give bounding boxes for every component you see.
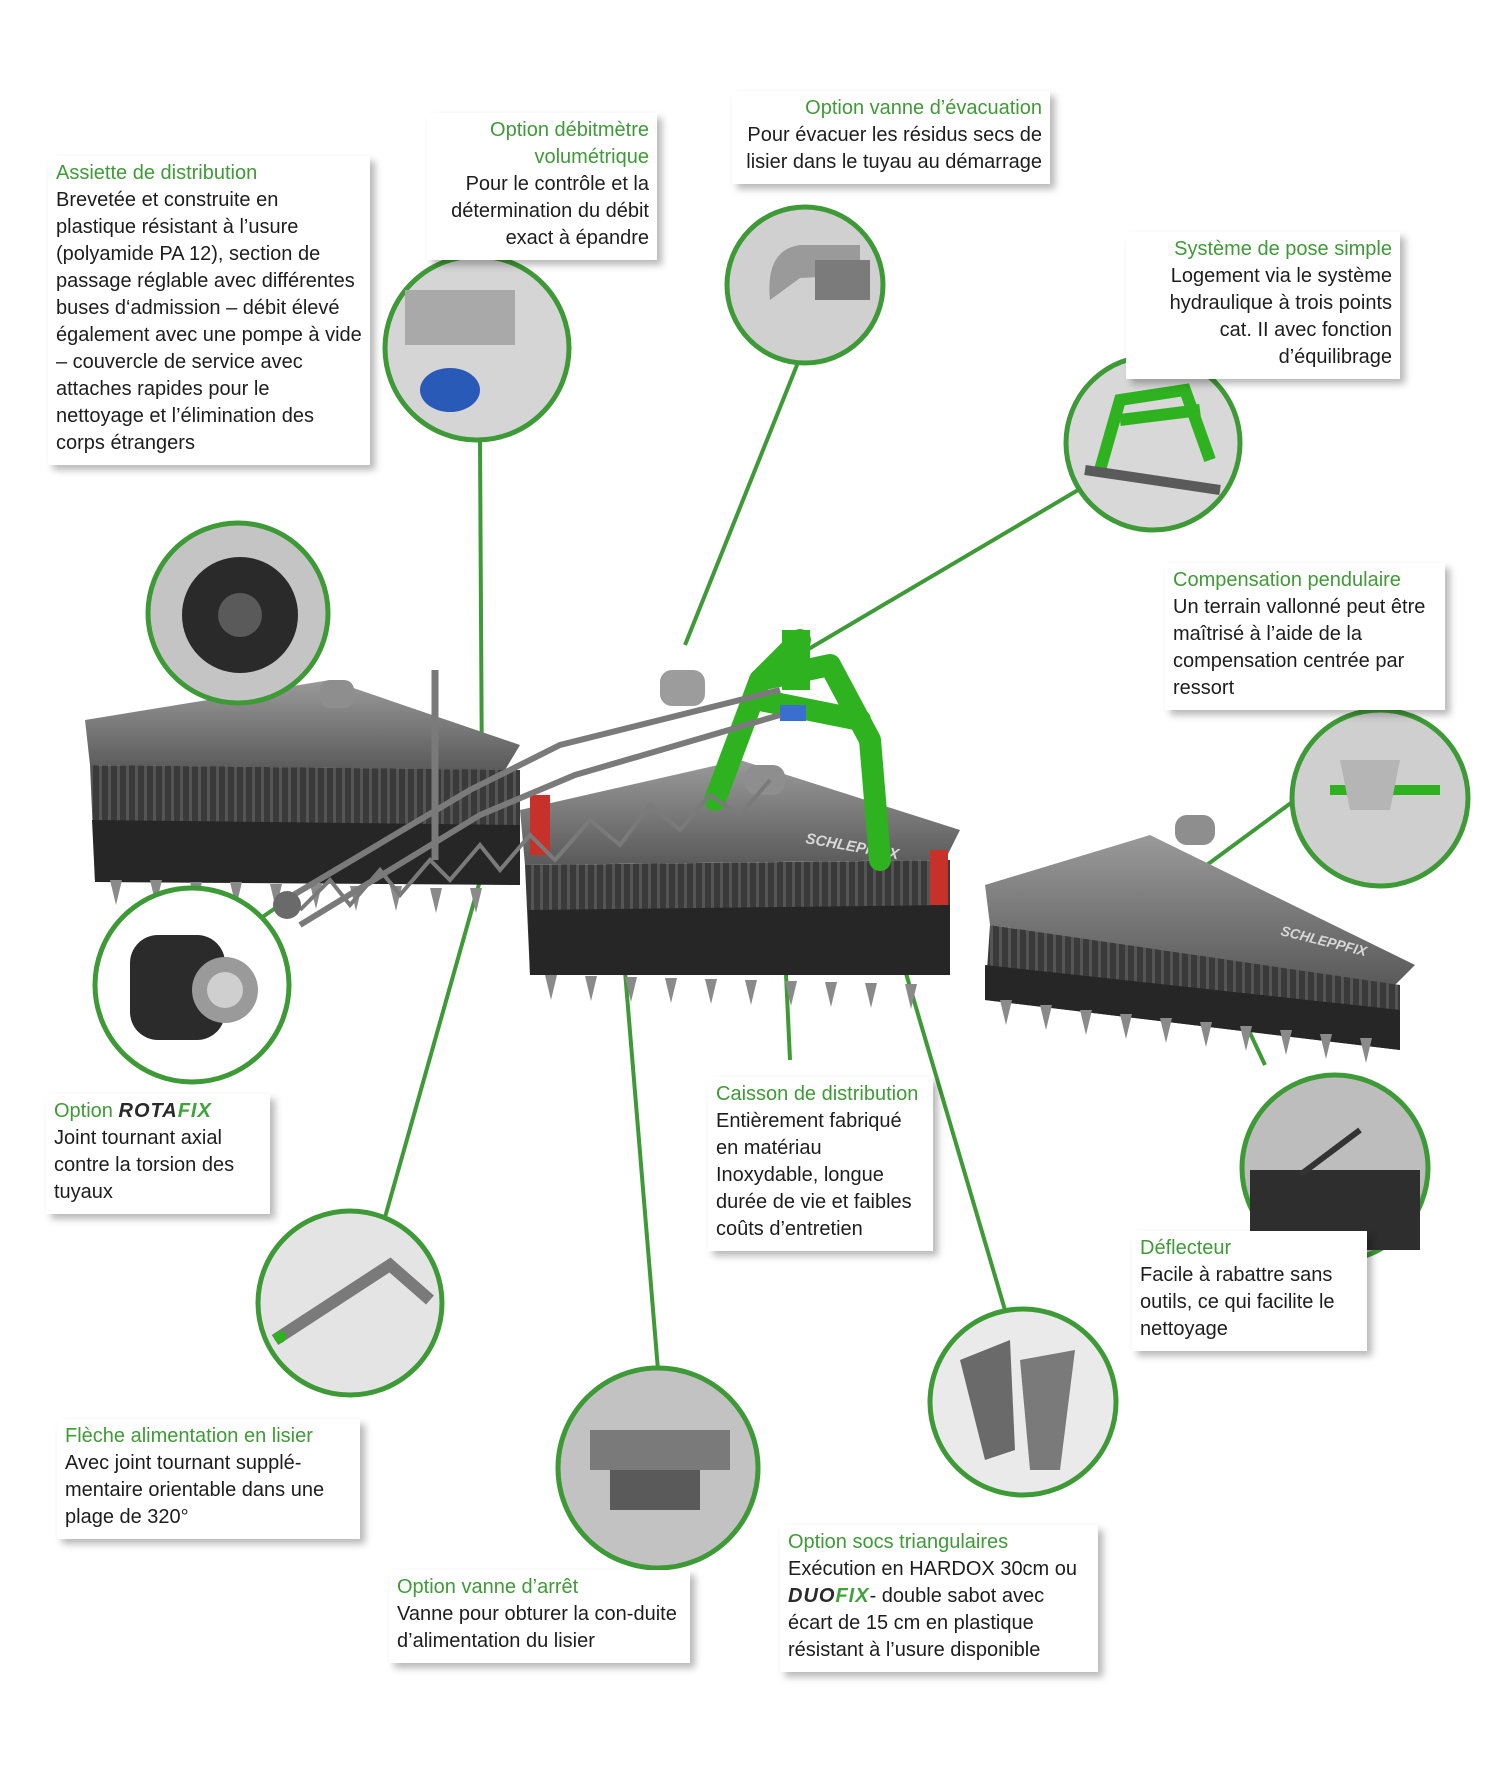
callout-title: Compensation pendulaire	[1173, 569, 1401, 591]
detail-compensation	[1289, 707, 1471, 889]
duofix-logo: DUOFIX	[788, 1585, 870, 1607]
center-distribution-box: SCHLEPPFIX	[520, 760, 960, 1009]
callout-title: Option	[54, 1100, 113, 1122]
callout-title: Assiette de distribution	[56, 162, 258, 184]
callout-assiette: Assiette de distribution Brevetée et con…	[48, 156, 370, 465]
callout-debitmetre: Option débitmètre volumétrique Pour le c…	[427, 113, 657, 260]
rotafix-joint-on-machine	[273, 891, 301, 919]
callout-pose-simple: Système de pose simple Logement via le s…	[1126, 232, 1400, 379]
detail-socs	[927, 1306, 1119, 1498]
callout-body: Entièrement fabriqué en matériau Inoxyda…	[716, 1110, 912, 1240]
callout-body: Brevetée et construite en plastique rési…	[56, 189, 362, 454]
callout-fleche: Flèche alimentation en lisier Avec joint…	[57, 1419, 360, 1539]
callout-body: Pour évacuer les résidus secs de lisier …	[746, 124, 1042, 173]
duofix-logo-b: FIX	[835, 1585, 870, 1607]
detail-rotafix	[92, 885, 292, 1085]
leader-vanne-evacuation	[683, 344, 807, 646]
callout-title: Option vanne d’arrêt	[397, 1576, 579, 1598]
duofix-logo-a: DUO	[788, 1585, 836, 1607]
callout-title: Option socs triangulaires	[788, 1531, 1009, 1553]
callout-body: Vanne pour obturer la con-duite d’alimen…	[397, 1603, 677, 1652]
leader-debitmetre	[478, 439, 484, 791]
frame-hydraulic-block	[780, 705, 806, 721]
leader-pose-simple	[788, 478, 1097, 662]
callout-title: Flèche alimentation en lisier	[65, 1425, 313, 1447]
callout-body: Avec joint tournant supplé-mentaire orie…	[65, 1452, 325, 1528]
callout-socs: Option socs triangulaires Exécution en H…	[780, 1525, 1098, 1672]
feed-boom	[283, 670, 781, 928]
callout-vanne-evacuation: Option vanne d’évacuation Pour évacuer l…	[732, 91, 1050, 184]
callout-rotafix: Option ROTAFIX Joint tournant axial cont…	[46, 1094, 270, 1214]
leader-fleche	[378, 844, 492, 1236]
detail-assiette	[145, 520, 331, 706]
callout-title: Système de pose simple	[1174, 238, 1392, 260]
callout-body-a: Exécution en HARDOX 30cm ou	[788, 1558, 1078, 1580]
detail-vanne-arret	[555, 1365, 761, 1571]
callout-vanne-arret: Option vanne d’arrêt Vanne pour obturer …	[389, 1570, 690, 1663]
detail-deflecteur	[1239, 1072, 1431, 1264]
callout-body: Pour le contrôle et la détermination du …	[451, 173, 649, 249]
callout-compensation: Compensation pendulaire Un terrain vallo…	[1165, 563, 1445, 710]
callout-title: Option vanne d’évacuation	[805, 97, 1042, 119]
callout-title: Option débitmètre volumétrique	[490, 119, 649, 168]
leader-compensation	[1198, 798, 1297, 872]
leader-socs	[903, 969, 1007, 1311]
frame-top-tower	[782, 630, 810, 690]
rotafix-logo-a: ROTA	[118, 1100, 178, 1122]
evacuation-valve-on-machine	[660, 670, 705, 706]
rotafix-logo: ROTAFIX	[119, 1100, 212, 1122]
callout-body: Facile à rabattre sans outils, ce qui fa…	[1140, 1264, 1335, 1340]
callout-caisson: Caisson de distribution Entièrement fabr…	[708, 1077, 933, 1251]
callout-body-b: - double sabot avec écart de 15 cm en pl…	[788, 1585, 1045, 1661]
callout-title: Déflecteur	[1140, 1237, 1232, 1259]
callout-body: Joint tournant axial contre la torsion d…	[54, 1127, 235, 1203]
callout-deflecteur: Déflecteur Facile à rabattre sans outils…	[1132, 1231, 1367, 1351]
callout-title: Caisson de distribution	[716, 1083, 919, 1105]
callout-body: Logement via le système hydraulique à tr…	[1169, 265, 1392, 368]
detail-vanne-evacuation	[724, 204, 886, 366]
callout-body: Un terrain vallonné peut être maîtrisé à…	[1173, 596, 1426, 699]
detail-pose-simple	[1063, 353, 1243, 533]
detail-fleche	[255, 1208, 445, 1398]
detail-circles	[92, 204, 1471, 1571]
rotafix-logo-b: FIX	[177, 1100, 212, 1122]
right-distribution-box: SCHLEPPFIX	[985, 815, 1415, 1063]
detail-debitmetre	[382, 253, 572, 443]
